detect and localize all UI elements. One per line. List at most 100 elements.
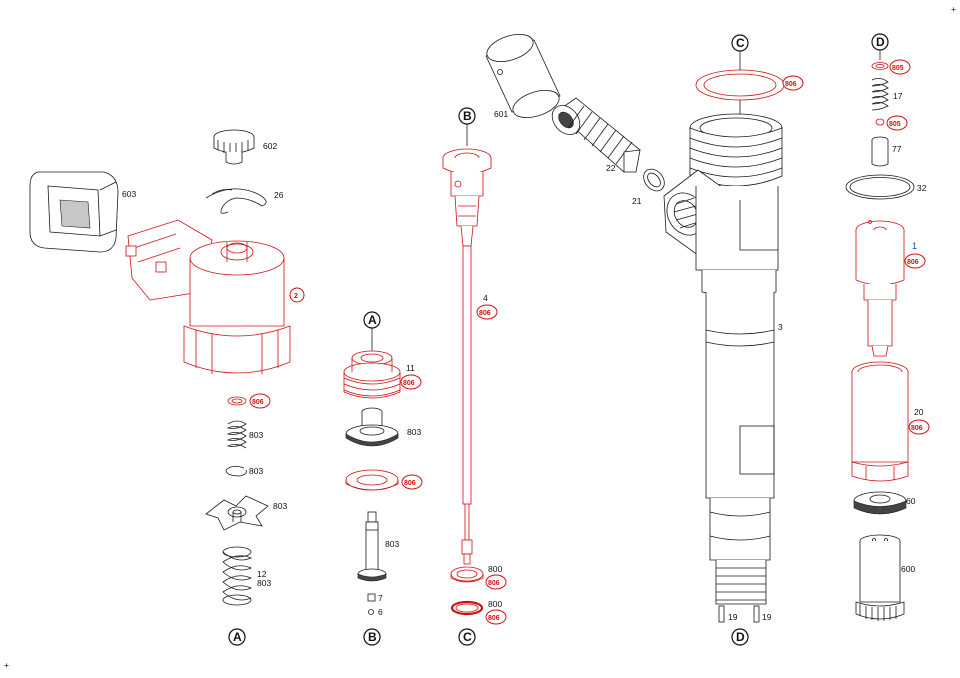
callout-top-A-text: A xyxy=(368,313,377,327)
part-601-cap xyxy=(485,33,561,119)
label-2: 2 xyxy=(294,293,298,300)
part-60-washer xyxy=(853,491,907,515)
label-22: 22 xyxy=(606,163,616,173)
label-800-b: 800 xyxy=(488,599,502,609)
label-601: 601 xyxy=(494,109,508,119)
part-7-shim xyxy=(367,593,376,602)
tag-806-f xyxy=(485,609,507,625)
callout-bottom-D xyxy=(731,628,749,646)
part-11-threaded-sleeve xyxy=(343,350,401,399)
part-3-injector-body xyxy=(663,113,783,605)
part-800-ring-a xyxy=(450,566,484,583)
label-803-a: 803 xyxy=(249,430,263,440)
part-17-nozzle-spring xyxy=(871,78,889,111)
part-washer-red xyxy=(345,469,399,491)
callout-bottom-A-text: A xyxy=(233,630,242,644)
label-3: 3 xyxy=(778,322,783,332)
tag-806-h xyxy=(904,253,926,269)
part-803-plunger xyxy=(357,511,387,582)
label-7: 7 xyxy=(378,593,383,603)
tag-805-a-text: 805 xyxy=(892,65,904,72)
label-12: 12 xyxy=(257,569,267,579)
part-800-ring-b xyxy=(450,600,484,616)
label-600: 600 xyxy=(901,564,915,574)
corner-mark: + xyxy=(951,4,956,14)
label-60: 60 xyxy=(906,496,916,506)
callout-bottom-B1-text: B xyxy=(368,630,377,644)
part-803-armature-plate xyxy=(205,495,269,531)
part-12-spring-large xyxy=(222,546,253,606)
part-shim-805-top xyxy=(871,62,889,70)
label-800-a: 800 xyxy=(488,564,502,574)
tag-806-i-text: 806 xyxy=(911,425,923,432)
label-603: 603 xyxy=(122,189,136,199)
tag-806-e xyxy=(485,574,507,590)
tag-806-e-text: 806 xyxy=(488,580,500,587)
label-803-f: 803 xyxy=(385,539,399,549)
callout-top-C-text: C xyxy=(736,36,745,50)
tag-806-h-text: 806 xyxy=(907,259,919,266)
label-17: 17 xyxy=(893,91,903,101)
tag-806-a-text: 806 xyxy=(252,399,264,406)
part-2-solenoid-valve xyxy=(125,219,291,374)
tag-805-a xyxy=(889,59,911,75)
part-21-seal-ring xyxy=(643,168,665,192)
part-803-c-clip xyxy=(225,466,247,477)
tag-805-b-text: 805 xyxy=(889,121,901,128)
part-32-o-ring xyxy=(845,174,915,200)
label-6: 6 xyxy=(378,607,383,617)
label-11: 11 xyxy=(406,363,415,373)
label-19-a: 19 xyxy=(728,612,738,622)
part-803-spring-small xyxy=(226,420,247,449)
label-19-b: 19 xyxy=(762,612,772,622)
part-1-nozzle xyxy=(855,220,905,357)
tag-806-c xyxy=(401,474,423,490)
tag-806-i xyxy=(908,419,930,435)
part-20-nozzle-nut xyxy=(851,361,909,482)
label-32: 32 xyxy=(917,183,927,193)
label-602: 602 xyxy=(263,141,277,151)
label-26: 26 xyxy=(274,190,284,200)
label-20: 20 xyxy=(914,407,924,417)
part-19-pin-a xyxy=(718,605,725,623)
callout-top-D-text: D xyxy=(876,35,885,49)
part-22-inlet-fitting xyxy=(551,97,641,173)
tag-806-a xyxy=(249,393,271,409)
tag-2 xyxy=(289,287,305,303)
label-803-e: 803 xyxy=(407,427,421,437)
label-803-b: 803 xyxy=(249,466,263,476)
label-803-d: 803 xyxy=(257,578,271,588)
label-4: 4 xyxy=(483,293,488,303)
tag-806-c-text: 806 xyxy=(404,480,416,487)
label-803-c: 803 xyxy=(273,501,287,511)
tag-806-b xyxy=(400,374,422,390)
callout-bottom-D-text: D xyxy=(736,630,745,644)
part-600-protective-cap xyxy=(855,534,905,621)
part-19-pin-b xyxy=(753,605,760,623)
part-602-knurled-nut xyxy=(213,129,255,165)
part-shim-805-small xyxy=(875,118,885,126)
corner-mark: + xyxy=(4,660,9,670)
part-803-valve-piece xyxy=(345,407,399,447)
callout-bottom-C xyxy=(458,628,476,646)
part-6-ball xyxy=(368,609,374,615)
label-1: 1 xyxy=(912,241,917,251)
label-77: 77 xyxy=(892,144,902,154)
callout-bottom-A xyxy=(228,628,246,646)
tag-806-d xyxy=(476,304,498,320)
callout-bottom-B1 xyxy=(363,628,381,646)
label-21: 21 xyxy=(632,196,642,206)
part-77-pressure-pin xyxy=(871,136,889,167)
part-seal-ring-C xyxy=(695,69,785,101)
tag-806-d-text: 806 xyxy=(479,310,491,317)
tag-805-b xyxy=(886,115,908,131)
tag-806-g xyxy=(782,75,804,91)
callout-bottom-C-text: C xyxy=(463,630,472,644)
part-26-spring-clip xyxy=(205,188,267,214)
tag-806-g-text: 806 xyxy=(785,81,797,88)
tag-806-b-text: 806 xyxy=(403,380,415,387)
tag-806-f-text: 806 xyxy=(488,615,500,622)
part-o-ring-small xyxy=(227,396,247,406)
part-603-cap xyxy=(29,171,119,253)
